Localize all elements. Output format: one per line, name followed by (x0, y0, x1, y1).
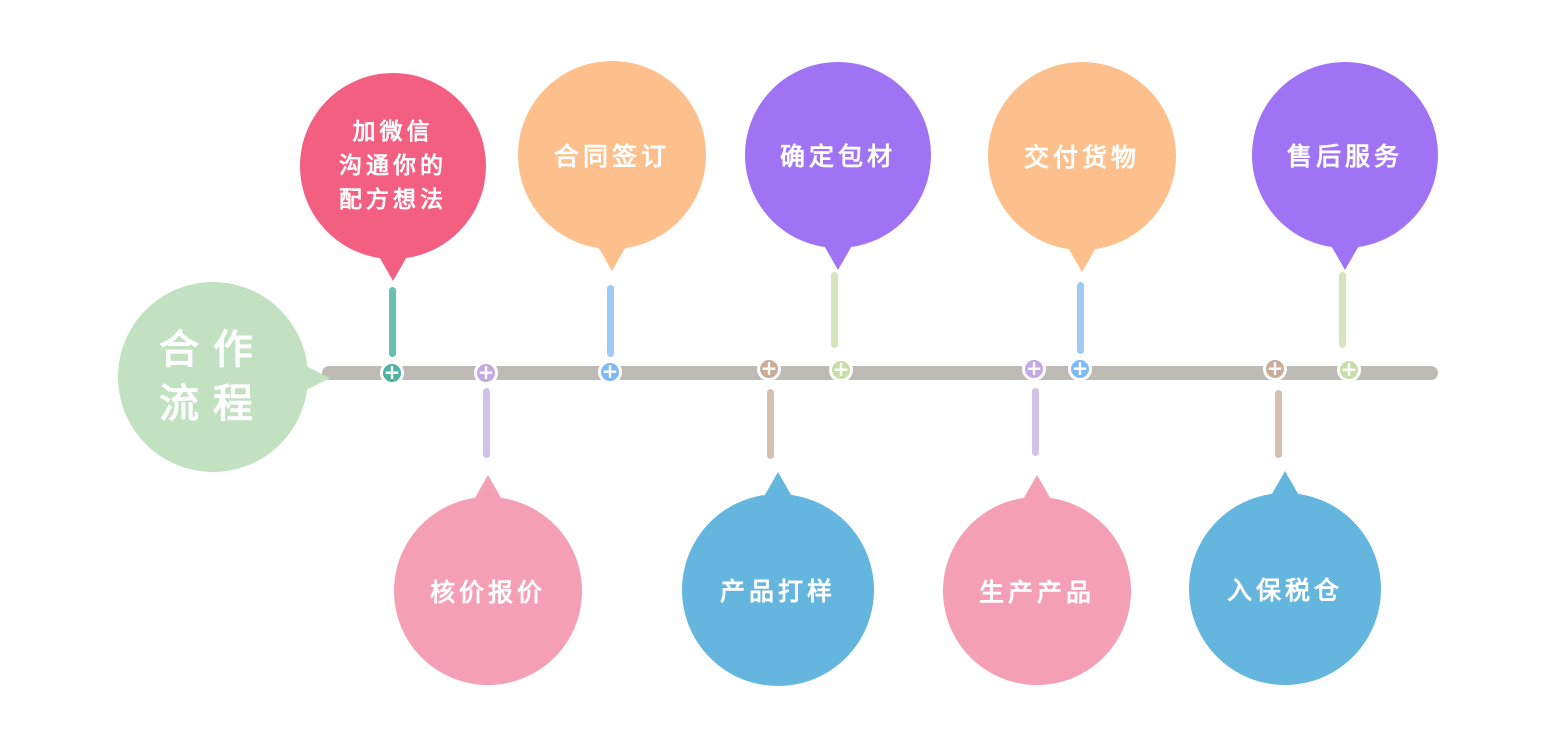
step-2-bubble: 核价报价 (394, 475, 582, 685)
step-1-bubble: 加微信 沟通你的 配方想法 (300, 73, 486, 281)
step-9-node: + (1337, 358, 1361, 382)
connector-step-1 (389, 287, 396, 357)
step-9-label: 售后服务 (1286, 142, 1403, 171)
step-5-node: + (829, 358, 853, 382)
step-2-label: 核价报价 (429, 578, 546, 607)
step-8-node: + (1263, 357, 1287, 381)
step-7-label: 交付货物 (1023, 143, 1140, 172)
step-1-node: + (380, 361, 404, 385)
step-3-pointer (596, 243, 628, 271)
step-3-node: + (598, 360, 622, 384)
step-9-bubble: 售后服务 (1252, 62, 1438, 270)
step-3-bubble: 合同签订 (518, 61, 706, 271)
step-8-bubble: 入保税仓 (1189, 471, 1381, 685)
connector-step-6 (1032, 388, 1039, 456)
step-7-pointer (1066, 244, 1098, 272)
step-4-node: + (757, 357, 781, 381)
step-7-node: + (1068, 357, 1092, 381)
step-3-label: 合同签订 (553, 142, 670, 171)
step-8-label: 入保税仓 (1226, 576, 1343, 605)
step-1-label: 加微信 沟通你的 配方想法 (339, 118, 447, 213)
step-6-bubble: 生产产品 (943, 475, 1131, 685)
diagram-title: 合作流程 (159, 326, 267, 427)
connector-step-3 (607, 285, 614, 357)
start-pointer (302, 364, 330, 392)
connector-step-8 (1275, 390, 1282, 458)
step-2-pointer (472, 475, 504, 503)
start-bubble: 合作流程 (118, 282, 330, 472)
step-9-pointer (1329, 242, 1361, 270)
connector-step-9 (1339, 272, 1346, 348)
step-2-node: + (474, 361, 498, 385)
step-4-bubble: 产品打样 (682, 472, 874, 686)
connector-step-7 (1077, 282, 1084, 354)
step-8-pointer (1269, 471, 1301, 499)
connector-step-5 (831, 272, 838, 348)
connector-step-4 (767, 389, 774, 459)
step-6-label: 生产产品 (978, 578, 1095, 607)
step-5-pointer (822, 242, 854, 270)
step-1-pointer (377, 253, 409, 281)
step-6-node: + (1022, 357, 1046, 381)
step-6-pointer (1021, 475, 1053, 503)
step-4-pointer (762, 472, 794, 500)
step-5-label: 确定包材 (779, 142, 896, 171)
step-5-bubble: 确定包材 (745, 62, 931, 270)
connector-step-2 (483, 388, 490, 458)
step-4-label: 产品打样 (719, 577, 836, 606)
step-7-bubble: 交付货物 (988, 62, 1176, 272)
